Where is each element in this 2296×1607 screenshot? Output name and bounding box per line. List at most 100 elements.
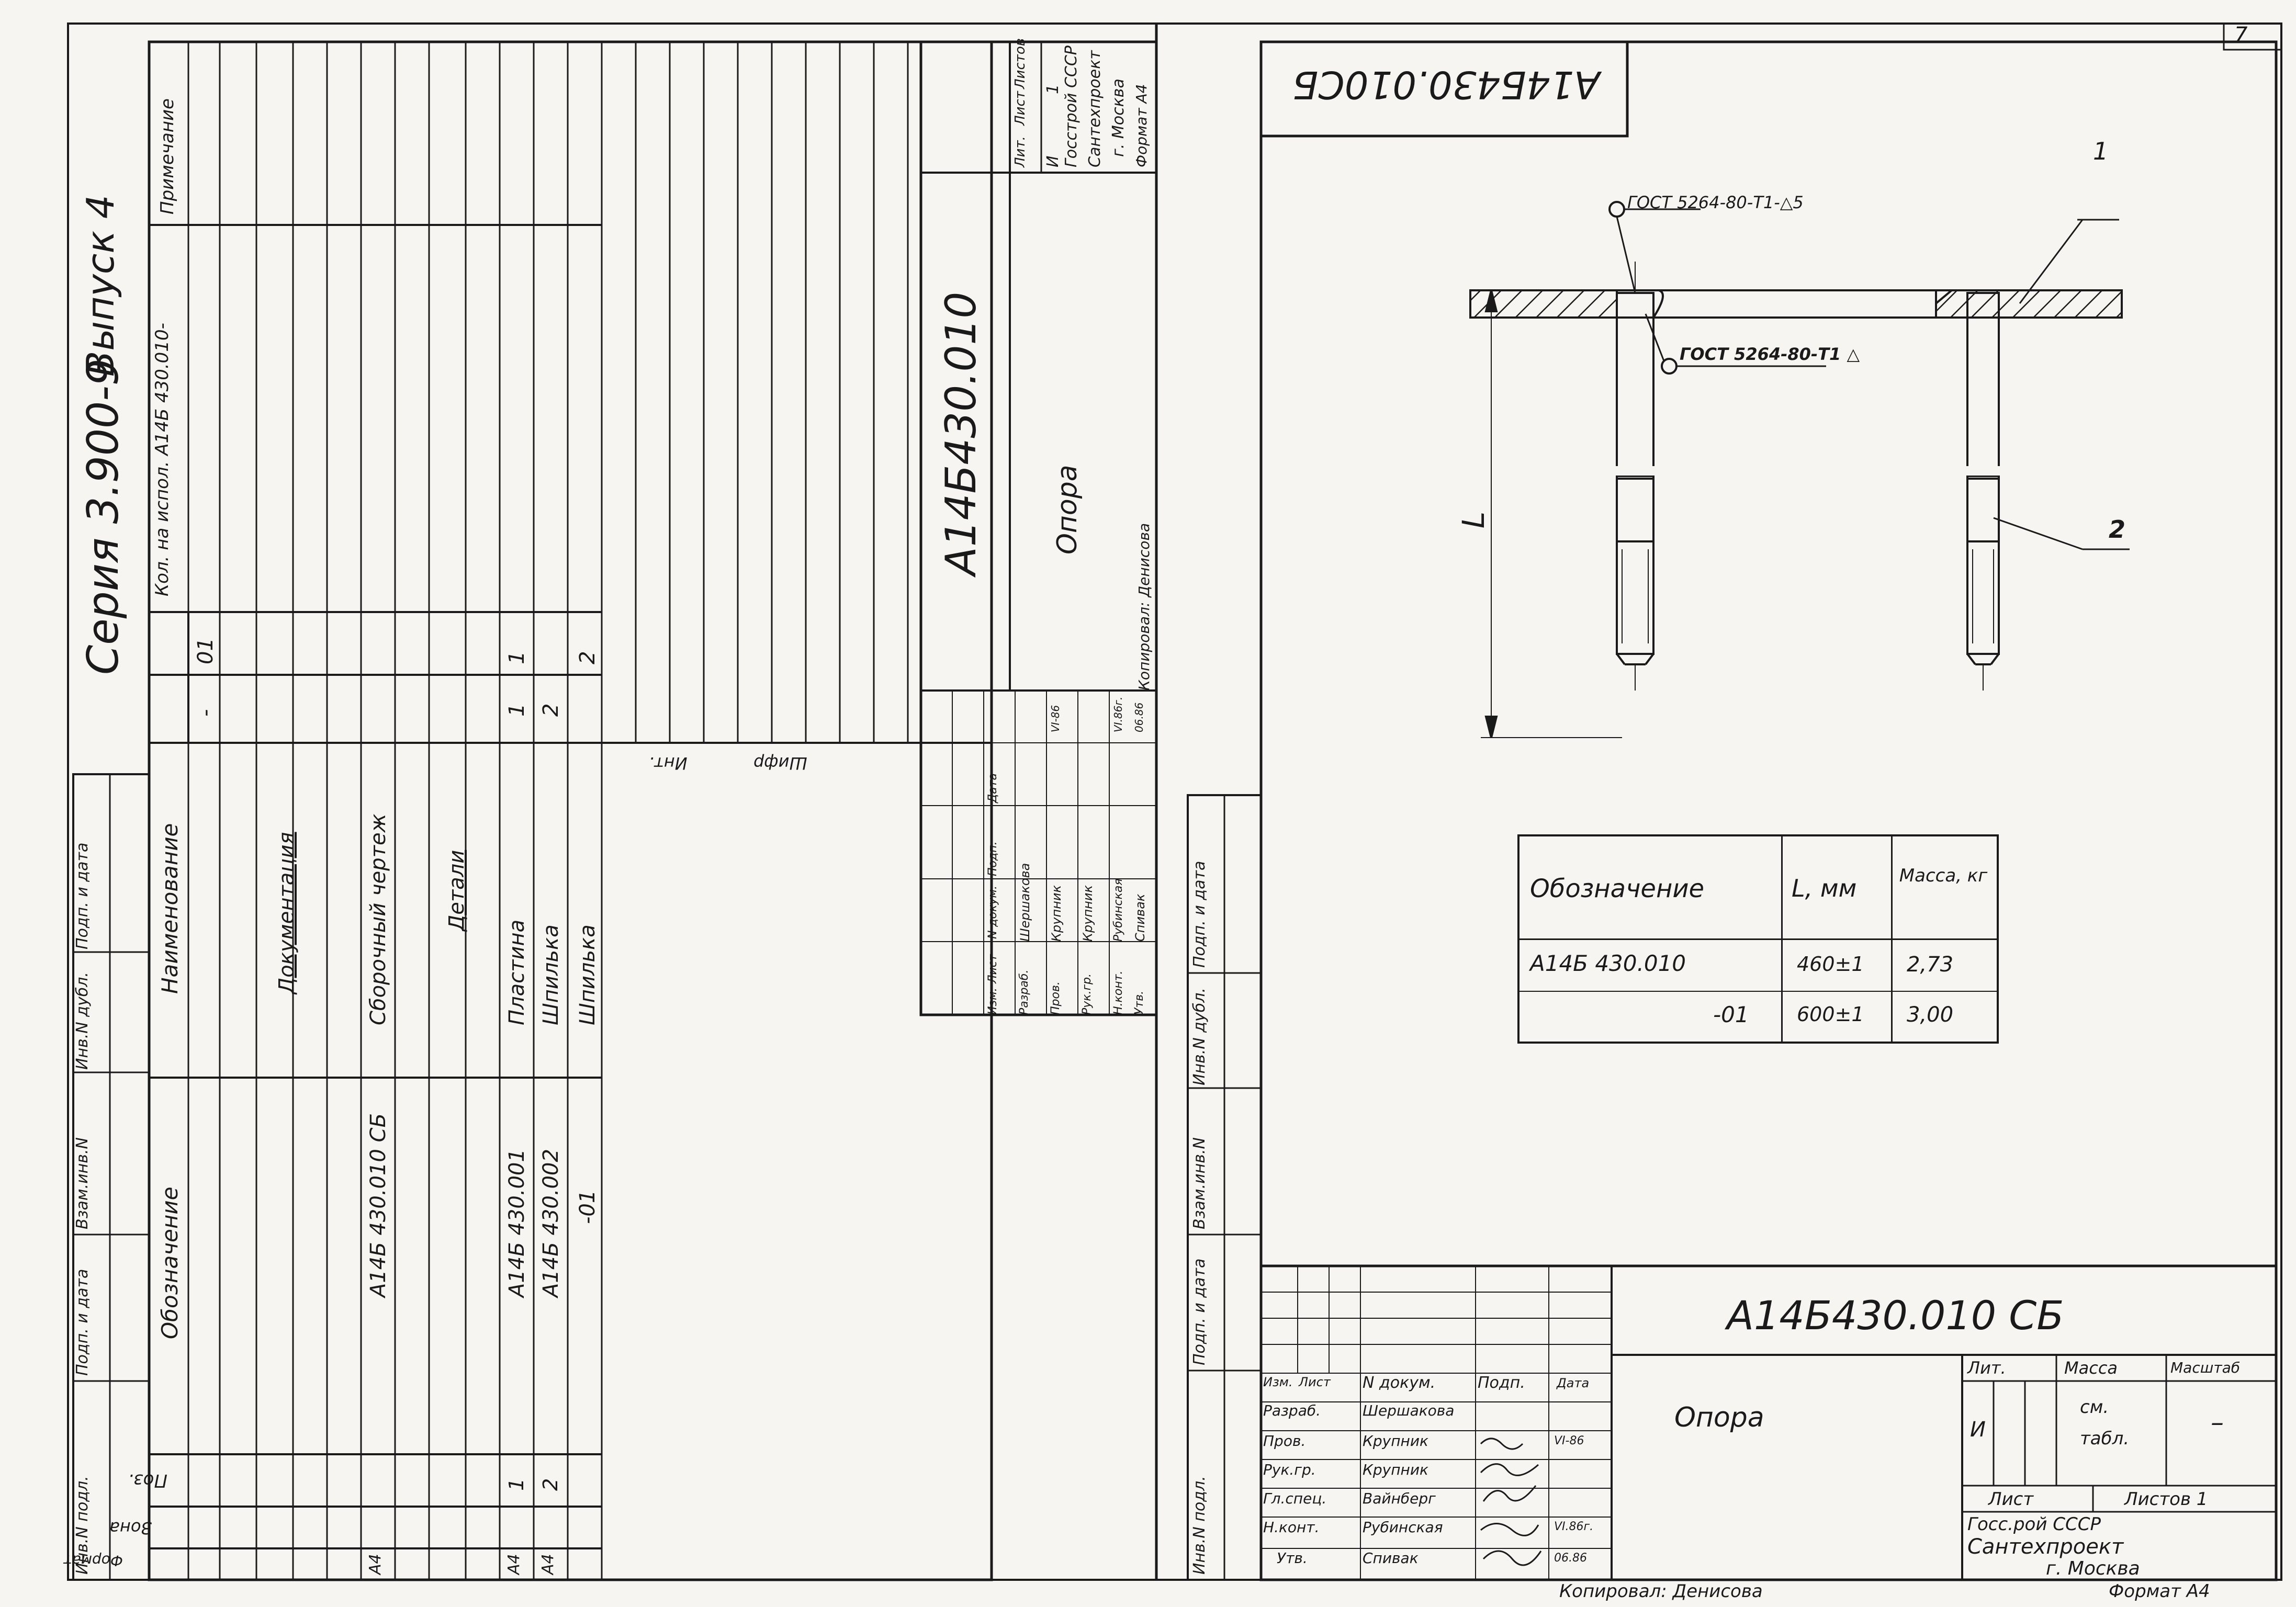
spec-row-name-2: Пластина	[505, 919, 529, 1025]
spec-header-pos: Поз.	[128, 1470, 167, 1491]
stamp-replaces: Взам.инв.N	[73, 1137, 92, 1229]
r-org-2: Сантехпроект	[1967, 1535, 2124, 1559]
left-name-1: Шершакова	[1018, 863, 1032, 942]
weld-note-top: ГОСТ 5264-80-Т1-△5	[1627, 193, 1804, 212]
r-name-2: Крупник	[1363, 1432, 1428, 1450]
r-sheets-label: Листов 1	[2124, 1489, 2208, 1510]
r-mass-value: см. табл.	[2080, 1397, 2130, 1449]
r-head-sign: Подп.	[1478, 1374, 1525, 1392]
r-format: Формат А4	[2109, 1581, 2210, 1602]
spec-header-name: Наименование	[157, 823, 183, 994]
spec-row-format-2: А4	[505, 1554, 523, 1575]
assembly-drawing	[1469, 201, 2130, 738]
r-head-date: Дата	[1557, 1376, 1590, 1390]
r-stamp-inv-dup: Инв.N дубл.	[1190, 988, 1209, 1085]
r-stamp-inv-orig: Инв.N подл.	[1190, 1476, 1209, 1575]
right-stud-lower	[1966, 475, 2000, 542]
left-head-date: Дата	[986, 773, 999, 803]
r-date-5: VI.86г.	[1554, 1520, 1594, 1533]
left-copied: Копировал: Денисова	[1135, 523, 1153, 691]
left-org-3: г. Москва	[1109, 78, 1128, 157]
spec-row-q1-2: 1	[505, 703, 529, 717]
r-role-2: Пров.	[1263, 1432, 1306, 1450]
mass-header-designation: Обозначение	[1530, 874, 1705, 903]
left-stud-thread	[1616, 540, 1655, 655]
spec-row-designation-2: А14Б 430.001	[505, 1149, 529, 1297]
r-name-4: Вайнберг	[1363, 1490, 1436, 1507]
spec-header-format: Формат	[63, 1552, 123, 1569]
spec-row-q2-2: 1	[505, 651, 529, 664]
r-name-5: Рубинская	[1363, 1519, 1443, 1536]
r-sheet-label: Лист	[1988, 1489, 2034, 1510]
mass-row1-length: 460±1	[1797, 953, 1864, 976]
spec-row-q2-4: 2	[576, 651, 600, 664]
right-doc-name: Опора	[1674, 1402, 1764, 1433]
r-role-1: Разраб.	[1263, 1402, 1321, 1419]
left-org-2: Сантехпроект	[1086, 50, 1104, 167]
mass-row2-length: 600±1	[1797, 1003, 1864, 1026]
plate-hatch-right	[1935, 289, 2123, 319]
spec-row-details: Детали	[445, 850, 469, 931]
r-scale-value: –	[2211, 1407, 2224, 1438]
r-stamp-sign-date-2: Подп. и дата	[1190, 861, 1209, 968]
left-org-1: Госстрой СССР	[1062, 46, 1081, 167]
weld-note-mid: ГОСТ 5264-80-Т1 △	[1680, 344, 1860, 364]
spec-header-zone: Зона	[109, 1518, 152, 1538]
left-date-4: VI.86г.	[1112, 696, 1124, 732]
spec-inventory: Инт.	[649, 753, 688, 773]
left-lit-label: Лит.	[1012, 136, 1028, 167]
spec-row-name-3: Шпилька	[539, 924, 563, 1025]
r-date-2: VI-86	[1554, 1434, 1584, 1447]
r-org-1: Госс.рой СССР	[1967, 1514, 2101, 1535]
left-doc-number: А14Б430.010	[937, 291, 985, 575]
left-role-2: Пров.	[1049, 981, 1062, 1015]
left-head-list: Лист	[986, 954, 999, 983]
mass-row2-designation: -01	[1713, 1002, 1749, 1027]
r-org-3: г. Москва	[2046, 1558, 2140, 1579]
left-date-5: 06.86	[1133, 702, 1145, 732]
left-role-4: Н.конт.	[1112, 970, 1125, 1015]
r-role-5: Н.конт.	[1263, 1519, 1320, 1536]
stamp-sign-date: Подп. и дата	[73, 1269, 92, 1376]
left-sheets-label: Листов	[1012, 38, 1028, 89]
r-stamp-sign-date: Подп. и дата	[1190, 1258, 1209, 1365]
r-name-1: Шершакова	[1363, 1402, 1455, 1419]
spec-header-designation: Обозначение	[157, 1186, 183, 1339]
r-mass-label: Масса	[2064, 1358, 2118, 1378]
spec-row-format-1: А4	[366, 1554, 385, 1575]
left-sheet-label: Лист	[1012, 91, 1028, 126]
r-name-3: Крупник	[1363, 1461, 1428, 1478]
spec-row-designation-1: А14Б 430.010 СБ	[366, 1113, 390, 1297]
spec-header-note: Примечание	[157, 98, 178, 214]
right-doc-number-rotated: А14Б430.010СБ	[1292, 63, 1600, 107]
left-role-3: Рук.гр.	[1081, 973, 1094, 1015]
spec-row-name-4: Шпилька	[576, 924, 600, 1025]
left-doc-name: Опора	[1052, 465, 1083, 554]
right-stud-upper	[1966, 292, 2000, 480]
spec-row-pos-2: 1	[505, 1478, 528, 1491]
spec-header-exec-2: 01	[194, 638, 218, 664]
left-role-5: Утв.	[1133, 990, 1146, 1015]
spec-row-format-3: А4	[539, 1554, 557, 1575]
mass-table: Обозначение L, мм Масса, кг А14Б 430.010…	[1517, 834, 1999, 1044]
left-role-1: Разраб.	[1018, 969, 1031, 1015]
left-name-3: Крупник	[1081, 885, 1095, 942]
r-stamp-replaces: Взам.инв.N	[1190, 1137, 1209, 1229]
left-head-sign: Подп.	[986, 841, 999, 876]
spec-header-qty: Кол. на испол. А14Б 430.010-	[152, 323, 173, 596]
r-name-6: Спивак	[1363, 1549, 1419, 1567]
series-label: Серия 3.900-9	[78, 358, 128, 675]
left-lit-value: И	[1044, 155, 1062, 167]
callout-2: 2	[2109, 515, 2126, 544]
left-sheet-value: 1	[1044, 84, 1062, 94]
r-date-6: 06.86	[1554, 1552, 1587, 1565]
mass-header-length: L, мм	[1792, 874, 1857, 902]
spec-row-pos-3: 2	[539, 1478, 562, 1491]
left-head-doc: N докум.	[986, 885, 999, 939]
mass-row1-designation: А14Б 430.010	[1530, 950, 1686, 976]
mass-row1-mass: 2,73	[1907, 953, 1954, 977]
mass-header-mass: Масса, кг	[1899, 865, 1988, 886]
signature-marks	[1480, 1438, 1542, 1566]
left-format: Формат А4	[1133, 84, 1150, 167]
